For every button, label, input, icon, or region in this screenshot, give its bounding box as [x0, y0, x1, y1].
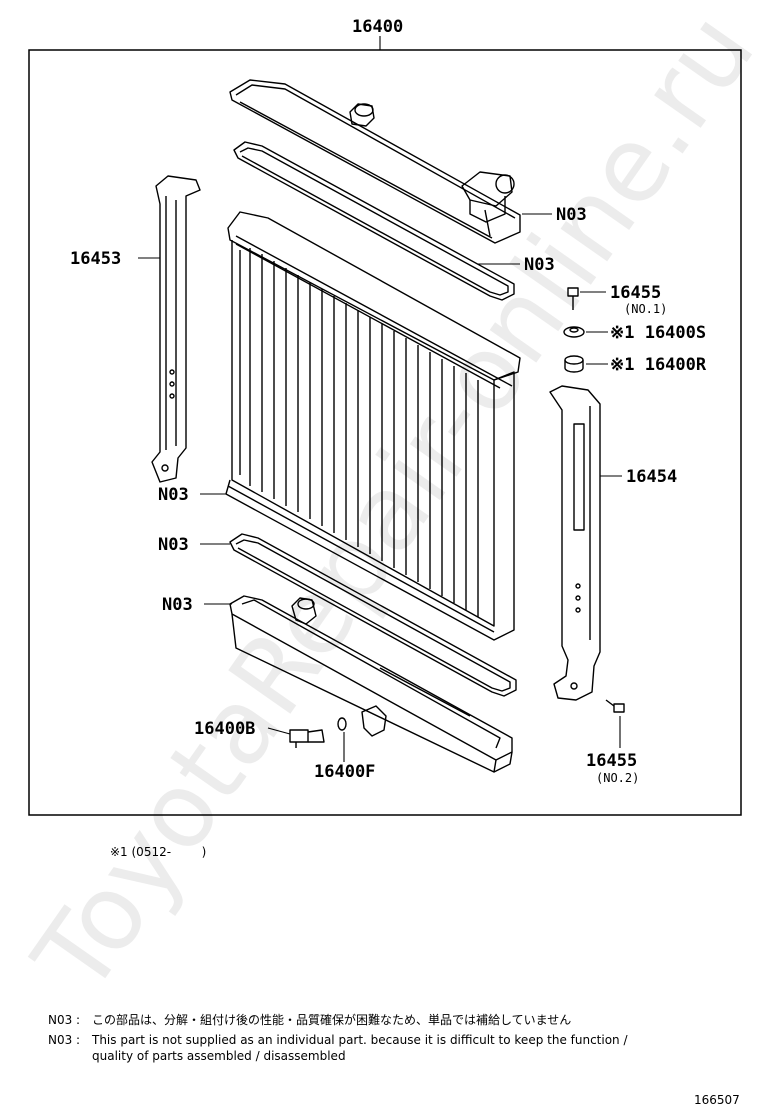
callout-16455-no1[interactable]: 16455 [610, 283, 661, 303]
callout-n03-upper-gasket[interactable]: N03 [524, 255, 555, 275]
note-jp-code: N03 : [48, 1013, 80, 1027]
callout-n03-lower-tank[interactable]: N03 [162, 595, 193, 615]
callout-16454[interactable]: 16454 [626, 467, 677, 487]
note-en-text-2: quality of parts assembled / disassemble… [92, 1049, 346, 1063]
callout-n03-lower-gasket[interactable]: N03 [158, 535, 189, 555]
callout-16400s[interactable]: ※1 16400S [610, 323, 706, 343]
cushion-16400r[interactable] [564, 355, 584, 373]
diagram-id: 166507 [694, 1093, 740, 1107]
callout-16455-no2-sub: (NO.2) [596, 771, 639, 785]
callout-16400r[interactable]: ※1 16400R [610, 355, 707, 375]
upper-gasket[interactable] [233, 141, 515, 301]
note-en-code: N03 : [48, 1033, 80, 1047]
assembly-label[interactable]: 16400 [352, 17, 403, 37]
callout-16453[interactable]: 16453 [70, 249, 121, 269]
right-support-bracket[interactable] [549, 385, 601, 701]
assembly-frame [28, 49, 742, 816]
note-jp-text: この部品は、分解・組付け後の性能・品質確保が困難なため、単品では補給していません [92, 1012, 571, 1027]
callout-16400f[interactable]: 16400F [314, 762, 375, 782]
drain-cock-body[interactable] [361, 705, 387, 737]
callout-n03-core[interactable]: N03 [158, 485, 189, 505]
lower-gasket[interactable] [229, 533, 517, 697]
note-en-text-1: This part is not supplied as an individu… [91, 1033, 628, 1047]
drain-cock[interactable] [289, 729, 325, 748]
callout-16455-no1-sub: (NO.1) [624, 302, 667, 316]
watermark: ToyotaRepair-online.ru [10, 0, 760, 1015]
bolt-no1[interactable] [567, 287, 579, 310]
callout-16455-no2[interactable]: 16455 [586, 751, 637, 771]
radiator-core[interactable] [225, 211, 521, 641]
footnote: ※1 (0512- ) [110, 845, 206, 859]
bolt-no2[interactable] [605, 699, 625, 713]
callout-16400b[interactable]: 16400B [194, 719, 255, 739]
upper-tank[interactable] [229, 79, 521, 244]
washer-16400s[interactable] [563, 326, 585, 338]
left-support-bracket[interactable] [151, 175, 201, 483]
callout-n03-upper-tank[interactable]: N03 [556, 205, 587, 225]
drain-plug-o-ring[interactable] [337, 717, 347, 731]
